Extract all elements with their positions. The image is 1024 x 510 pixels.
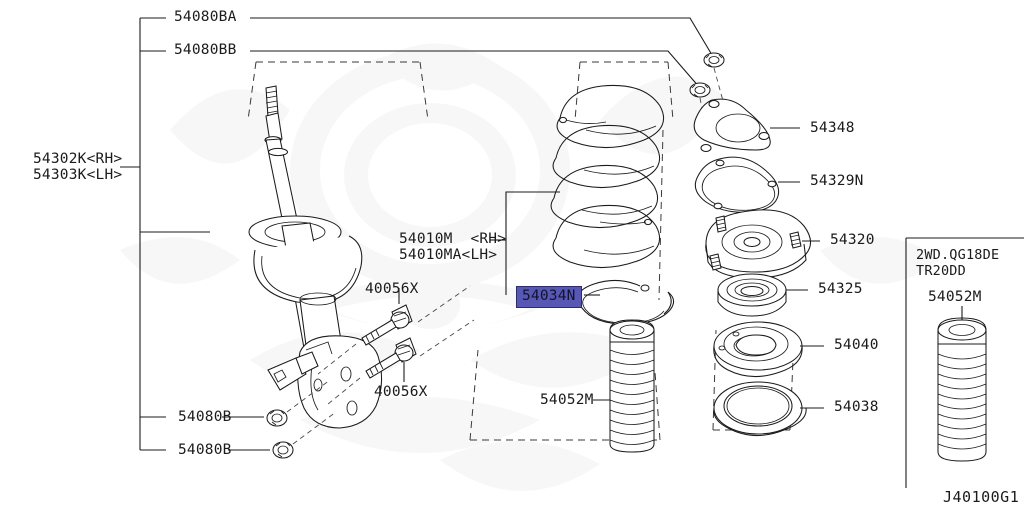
label-nut-lower-a: 54080B <box>178 409 232 425</box>
diagram-id-code: J40100G1 <box>943 488 1020 506</box>
label-nut-top-b: 54080BB <box>174 42 237 58</box>
label-bound-bumper-panel: 54052M <box>928 289 982 305</box>
label-bolt-upper: 40056X <box>365 281 419 297</box>
mount-bearing-drawing <box>717 273 787 317</box>
lower-nuts-drawing <box>266 379 337 459</box>
strut-mount-drawing <box>705 209 812 279</box>
label-strut-mount: 54320 <box>830 232 875 248</box>
bolt-dashed-links <box>317 285 475 405</box>
right-leader-lines <box>770 127 824 409</box>
label-spring-seat-ring-highlighted[interactable]: 54034N <box>516 286 582 308</box>
variant-panel-note-line2: TR20DD <box>916 262 966 279</box>
label-strut-assembly-line2: 54303K<LH> <box>33 166 123 183</box>
insulator-seal-drawing <box>694 156 780 213</box>
label-nut-lower-b: 54080B <box>178 442 232 458</box>
top-nut-leads <box>250 17 713 89</box>
label-mount-bearing: 54325 <box>818 281 863 297</box>
variant-panel-border <box>905 237 1024 488</box>
label-strut-assembly: 54302K<RH>54303K<LH> <box>33 151 123 183</box>
label-insulator-seal: 54329N <box>810 173 864 189</box>
label-coil-spring-line1: 54010M <RH> <box>399 231 507 247</box>
bolt-lower-drawing <box>365 337 417 379</box>
label-nut-top-a: 54080BA <box>174 9 237 25</box>
variant-panel-note-line1: 2WD.QG18DE <box>916 247 1000 263</box>
center-leader-lines <box>222 191 610 451</box>
strut-assembly-drawing <box>248 85 383 429</box>
label-coil-spring: 54010M <RH>54010MA<LH> <box>399 231 507 263</box>
label-spring-rubber-seat: 54038 <box>834 399 879 415</box>
bound-bumper-panel-drawing <box>937 306 987 462</box>
bracket-plate-drawing <box>693 98 771 153</box>
bolt-upper-drawing <box>361 304 413 346</box>
label-bracket-plate: 54348 <box>810 120 855 136</box>
left-bracket-spine <box>120 17 210 451</box>
label-bolt-lower: 40056X <box>374 384 428 400</box>
label-bound-bumper-center: 54052M <box>540 392 594 408</box>
label-spring-upper-seat: 54040 <box>834 337 879 353</box>
coil-spring-drawing <box>550 84 665 269</box>
spring-rubber-seat-drawing <box>713 381 807 437</box>
label-coil-spring-line2: 54010MA<LH> <box>399 246 498 263</box>
label-strut-assembly-line1: 54302K<RH> <box>33 151 123 167</box>
spring-upper-seat-drawing <box>713 321 803 378</box>
bound-bumper-center-drawing <box>609 319 655 453</box>
